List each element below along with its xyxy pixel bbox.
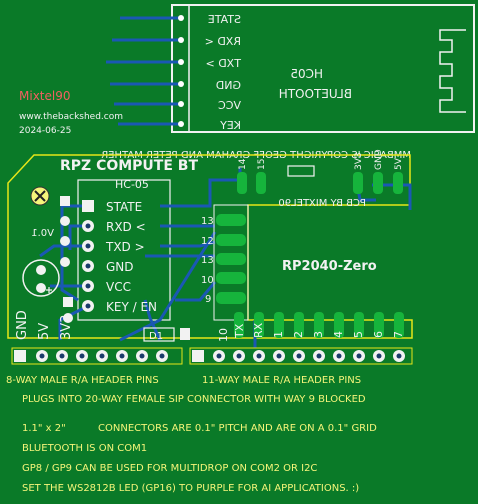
hc05-name: HC05 xyxy=(290,67,323,81)
mounting-hole-icon xyxy=(30,186,50,206)
bottom-pin-label: 5 xyxy=(352,331,365,338)
hc05-footprint xyxy=(77,179,171,321)
bottom-pin-label: 1 xyxy=(272,331,285,338)
note-line: PLUGS INTO 20-WAY FEMALE SIP CONNECTOR W… xyxy=(22,394,366,405)
top-pin-label: 15 xyxy=(257,159,267,170)
header-right-label: 11-WAY MALE R/A HEADER PINS xyxy=(202,375,361,386)
diode-label: D1 xyxy=(149,331,163,342)
site-label: www.thebackshed.com xyxy=(19,112,123,122)
top-pin-label: GND xyxy=(374,149,384,170)
hc05-pin-label: RXD < xyxy=(205,35,241,48)
side-pin-column: STATE RXD < TXD > GND VCC KEY / EN xyxy=(82,200,157,314)
rp2040-label: RP2040-Zero xyxy=(282,259,377,274)
bottom-pin-label: 7 xyxy=(392,331,405,338)
hc05-pin-label: STATE xyxy=(208,13,241,26)
hc05-pin-label: GND xyxy=(216,79,241,92)
side-pin-label: RXD < xyxy=(106,220,146,234)
left-pads xyxy=(60,196,73,323)
capacitor-icon xyxy=(22,259,60,297)
bottom-pin-label: 4 xyxy=(332,331,345,338)
board-outline xyxy=(7,154,413,339)
side-pin-label: KEY / EN xyxy=(106,300,157,314)
author-label: Mixtel90 xyxy=(19,89,70,103)
gp-label: 12 xyxy=(201,236,214,247)
gp-label: 13 xyxy=(201,216,214,227)
hc05-pin-labels: STATE RXD < TXD > GND VCC KEY HC05 BLUET… xyxy=(205,13,352,132)
left-header-label: 5V xyxy=(37,323,52,340)
diode-icon: D1 xyxy=(143,327,190,342)
gp-label: 9 xyxy=(205,294,211,305)
side-pin-label: VCC xyxy=(106,280,131,294)
hc05-pin-dots xyxy=(178,15,184,127)
hc05-pin-label: TXD > xyxy=(206,57,242,70)
resistor-icon xyxy=(287,165,315,177)
pcb-credit: PCB BY MIXTEL90 xyxy=(278,198,366,209)
hc05-pin-label: KEY xyxy=(220,119,241,132)
side-pin-label: TXD > xyxy=(105,240,145,254)
note-line: CONNECTORS ARE 0.1" PITCH AND ARE ON A 0… xyxy=(98,423,377,434)
hc05-module: STATE RXD < TXD > GND VCC KEY HC05 BLUET… xyxy=(106,4,475,133)
top-pin-label: 3V3 xyxy=(354,152,364,170)
note-line: BLUETOOTH IS ON COM1 xyxy=(22,443,147,454)
antenna-trace xyxy=(439,29,466,113)
header-11way xyxy=(189,347,413,365)
gp-label: 13 xyxy=(201,255,214,266)
note-line: 1.1" x 2" xyxy=(22,423,66,434)
board-title: RPZ COMPUTE BT xyxy=(60,158,198,174)
note-line: SET THE WS2812B LED (GP16) TO PURPLE FOR… xyxy=(22,483,359,494)
hc05-subtitle: BLUETOOTH xyxy=(279,87,352,101)
side-pin-label: STATE xyxy=(106,200,142,214)
bottom-pin-label: TX xyxy=(233,323,246,339)
bottom-pin-label: 10 xyxy=(217,328,230,342)
header-left-label: 8-WAY MALE R/A HEADER PINS xyxy=(6,375,159,386)
hc05-footprint-label: HC-05 xyxy=(115,178,149,191)
date-label: 2024-06-25 xyxy=(19,126,71,136)
bottom-pin-label: RX xyxy=(252,322,265,338)
hc05-wires xyxy=(106,16,181,126)
header-8way xyxy=(11,347,183,365)
hc05-pin-strip xyxy=(171,4,190,133)
left-header-label: GND xyxy=(15,310,30,340)
bottom-pin-label: 6 xyxy=(372,331,385,338)
side-pin-label: GND xyxy=(106,260,134,274)
bottom-pin-label: 2 xyxy=(292,331,305,338)
note-line: GP8 / GP9 CAN BE USED FOR MULTIDROP ON C… xyxy=(22,463,317,474)
hc05-pin-label: VCC xyxy=(218,99,241,112)
gp-label: 10 xyxy=(201,275,214,286)
rp2040-top-pins: 14 15 3V3 GND 5V xyxy=(237,149,404,194)
top-pin-label: 14 xyxy=(238,158,248,170)
version-label: V0.1 xyxy=(31,228,54,239)
rp2040-bottom-pins: 10 TX RX 1 2 3 4 5 6 7 xyxy=(217,312,405,342)
top-pin-label: 5V xyxy=(394,157,404,170)
rp2040-footprint: 13 12 13 10 9 xyxy=(201,204,249,321)
bottom-pin-label: 3 xyxy=(312,331,325,338)
left-header-label: 3V3 xyxy=(59,315,74,340)
